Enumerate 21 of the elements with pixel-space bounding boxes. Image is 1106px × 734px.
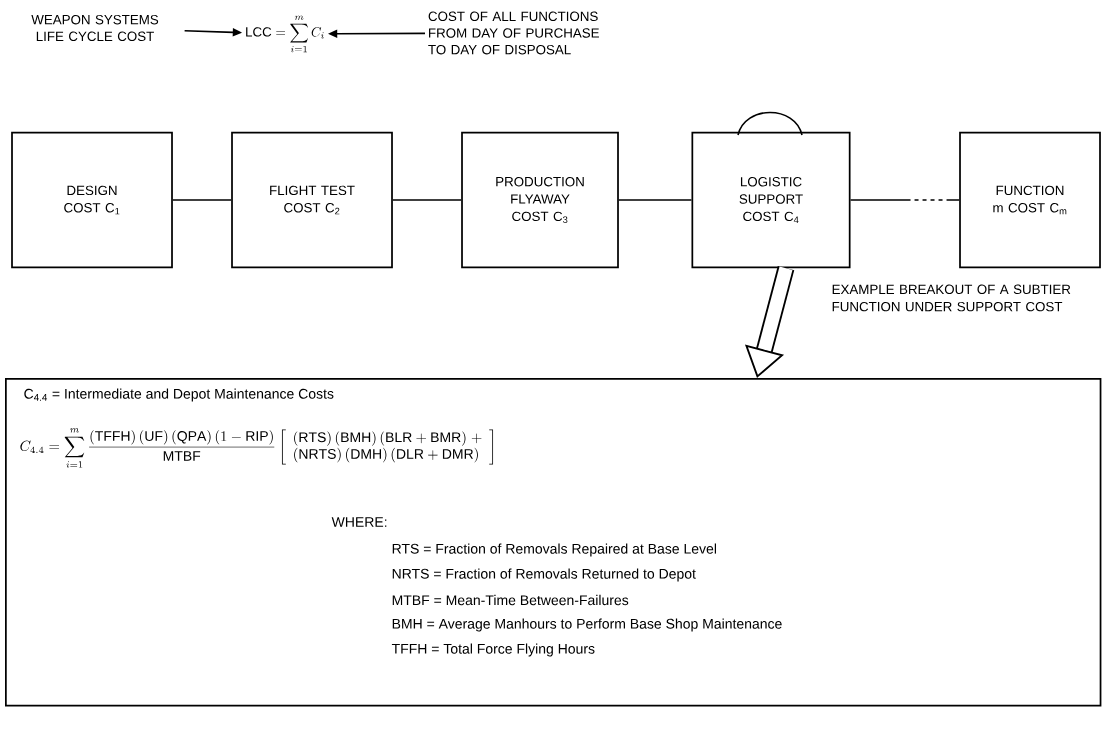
cost-box: FLIGHT TEST COST C$_{2}$ <box>231 131 393 269</box>
cost-box: PRODUCTION FLYAWAY COST C$_{3}$ <box>461 131 619 269</box>
edge-label: EXAMPLE BREAKOUT OF A SUBTIER FUNCTION UNDER SUPPORT COST <box>832 284 1071 312</box>
definition-text: C$_{4.4}$ = Intermediate and Depot Maintenance Costs <box>24 388 334 402</box>
header-text: COST OF ALL FUNCTIONS FROM DAY OF PURCHASE TO DAY OF DISPOSAL <box>428 11 599 55</box>
definition-text: BMH = Average Manhours to Perform Base Shop Maintenance <box>392 618 782 632</box>
cost-box: FUNCTION m COST C$_{m}$ <box>959 131 1101 269</box>
definition-text: NRTS = Fraction of Removals Returned to Depot <box>392 568 696 582</box>
connector-line <box>849 199 960 201</box>
definition-text: MTBF = Mean-Time Between-Failures <box>392 594 629 606</box>
cost-formula: $C_{4.4} = \sum_{i=1}^{m} \frac{(\mathrm{TFFH})\,(\mathrm{UF})\,(\mathrm{QPA})\,(1-\mathrm{RIP})}{\mathrm{MTBF}} \left[\begin{array}{l}(\mathrm{RTS})\,(\mathrm{BMH})\,(\mathrm{BLR}+\mathrm{BMR})\;+\\(\mathrm{NRTS})\,(\mathrm{DMH})\,(\mathrm{DLR}+\mathrm{DMR})\end{array}\right]$ <box>20 428 494 468</box>
definition-text: TFFH = Total Force Flying Hours <box>391 643 595 657</box>
connector-line <box>172 199 232 201</box>
header-text: WEAPON SYSTEMS LIFE CYCLE COST <box>31 14 159 42</box>
connector-line <box>392 199 462 201</box>
cost-box: DESIGN COST C$_{1}$ <box>11 131 173 269</box>
definition-text: RTS = Fraction of Removals Repaired at Base Level <box>392 543 716 557</box>
cost-box: LOGISTIC SUPPORT COST C$_{4}$ <box>691 131 851 269</box>
where-heading: WHERE: <box>331 517 387 527</box>
lcc-formula: $\mathrm{LCC} = \sum_{i=1}^{m} C_{i}$ <box>246 15 324 53</box>
connector-line <box>618 199 693 201</box>
